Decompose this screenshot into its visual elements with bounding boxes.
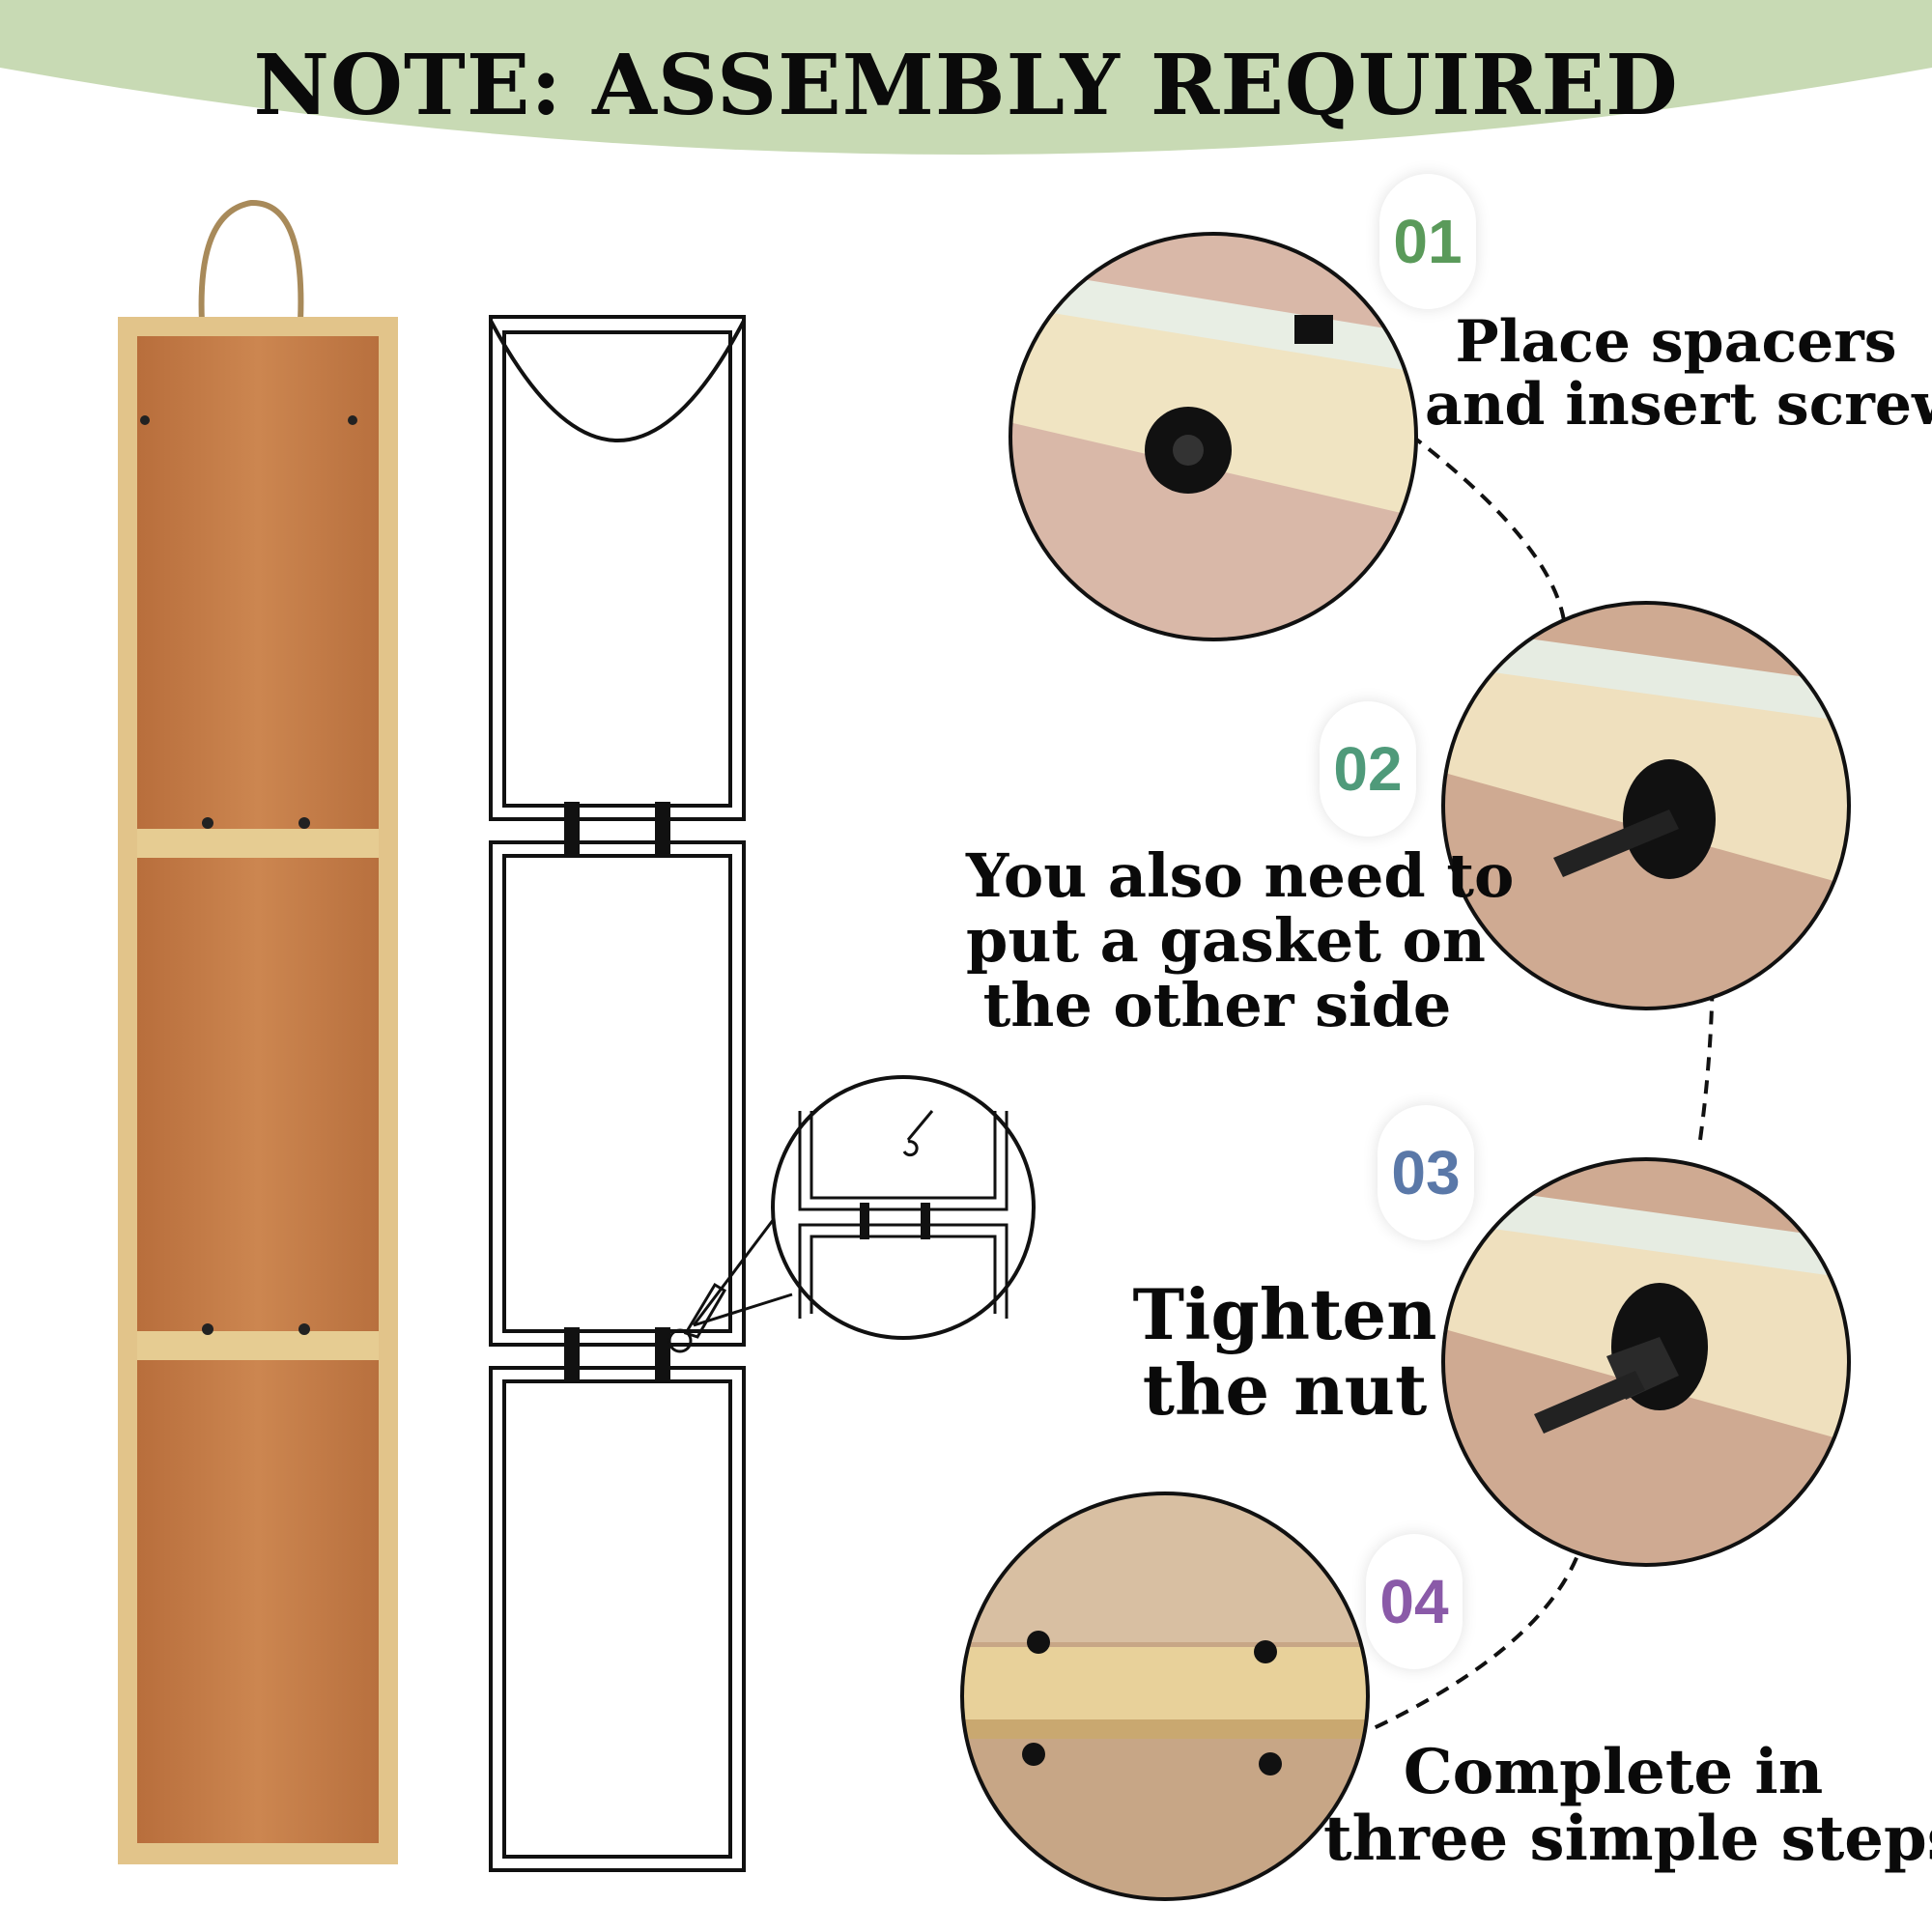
diagram-panel-bottom: [489, 1366, 746, 1872]
step3-photo: [1441, 1157, 1851, 1567]
zoom-pointer: [692, 1207, 793, 1327]
banner-shape: [0, 0, 1932, 155]
zoom-detail-circle: [771, 1075, 1036, 1340]
step1-line: Place spacers: [1455, 308, 1897, 376]
step2-line: You also need to: [966, 840, 1515, 911]
step2-photo: [1441, 601, 1851, 1010]
bolt-icon: [1553, 810, 1679, 877]
screw-head: [202, 817, 213, 829]
step-number-badge: 04: [1366, 1534, 1463, 1669]
step1-photo: [1009, 232, 1418, 641]
step2-line: put a gasket on: [966, 904, 1486, 976]
wrench-icon: [668, 1282, 727, 1353]
bolt-icon: [1534, 1371, 1645, 1434]
assembly-diagram: [489, 315, 1036, 1872]
step2-line: the other side: [982, 969, 1452, 1040]
step-number-badge: 02: [1320, 701, 1416, 837]
page-title: NOTE: ASSEMBLY REQUIRED: [253, 37, 1679, 134]
rope-nail: [348, 415, 357, 425]
screw-head: [298, 817, 310, 829]
step3-line: the nut: [1142, 1348, 1428, 1431]
step1-text: Place spacers and insert screws: [1425, 308, 1932, 439]
step1-number: 01: [1393, 207, 1463, 276]
wooden-frame-photo: [118, 199, 398, 1864]
rope-nail: [140, 415, 150, 425]
frame-panel-middle: [137, 858, 379, 1331]
step4-line: three simple steps: [1323, 1803, 1932, 1876]
frame-panel-bottom: [137, 1360, 379, 1843]
step2-number: 02: [1333, 734, 1403, 804]
diagram-connector: [655, 1327, 670, 1383]
diagram-connector: [655, 802, 670, 858]
header-banner: [0, 0, 1932, 155]
step3-number: 03: [1391, 1138, 1461, 1208]
step4-text: Complete in three simple steps: [1323, 1736, 1932, 1876]
step4-number: 04: [1379, 1567, 1449, 1636]
step-number-badge: 03: [1378, 1105, 1474, 1240]
step4-line: Complete in: [1403, 1736, 1824, 1808]
diagram-panel-middle: [489, 840, 746, 1347]
step-number-badge: 01: [1379, 174, 1476, 309]
diagram-rope: [489, 320, 746, 442]
step3-line: Tighten: [1132, 1273, 1437, 1355]
hanging-rope: [198, 199, 304, 339]
screw-head: [202, 1323, 213, 1335]
diagram-connector: [564, 1327, 580, 1383]
frame-panel-top: [137, 336, 379, 829]
step2-text: You also need to put a gasket on the oth…: [966, 840, 1515, 1040]
step1-line: and insert screws: [1425, 370, 1932, 439]
diagram-panel-top: [489, 315, 746, 821]
frame-crossbar: [137, 829, 379, 858]
frame-crossbar: [137, 1331, 379, 1360]
step3-text: Tighten the nut: [1130, 1277, 1439, 1428]
diagram-connector: [564, 802, 580, 858]
screw-head: [298, 1323, 310, 1335]
step4-photo: [960, 1492, 1370, 1901]
